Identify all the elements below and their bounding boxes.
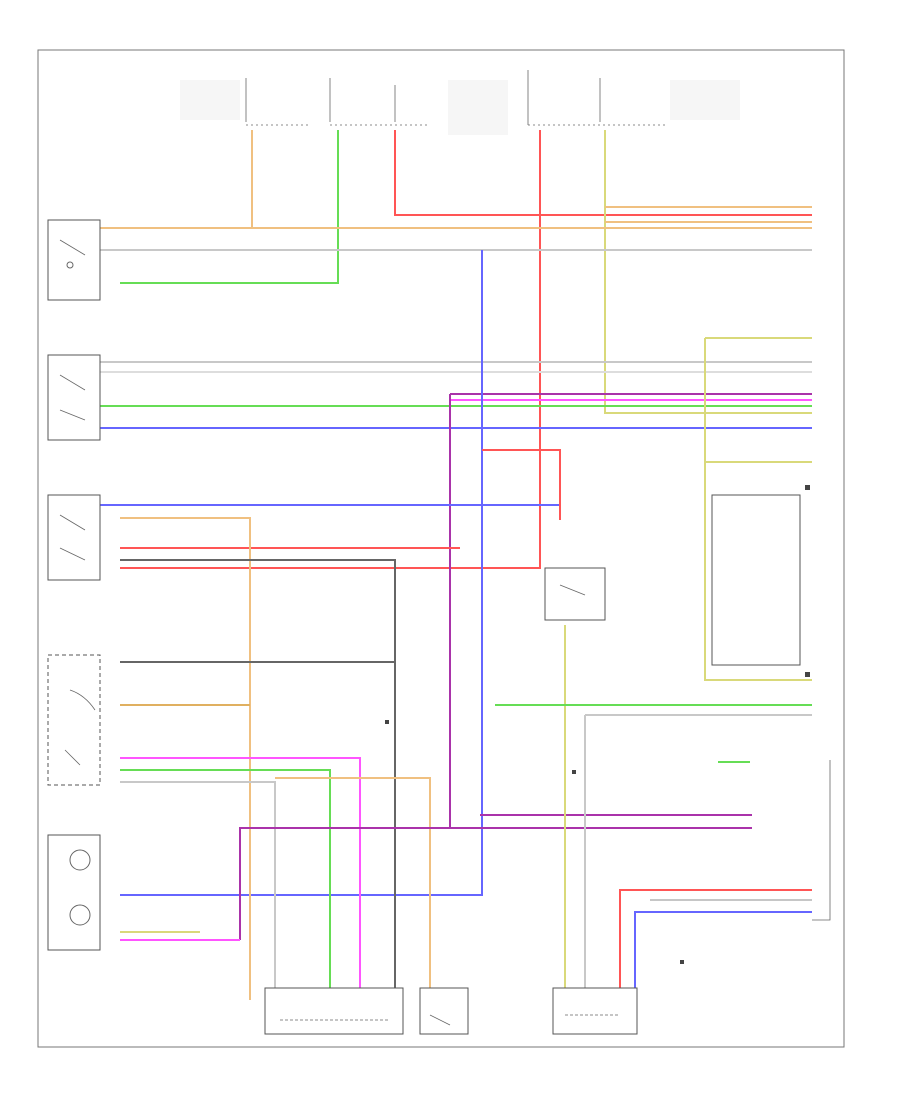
fuse-block-right [527,70,740,126]
center-module [544,567,606,621]
switch-module-3 [47,494,101,581]
wire-gray-low [120,781,276,1000]
wire-red-mid [482,449,561,520]
wire-green-low [120,769,331,1000]
bottom-module-3 [552,987,638,1035]
wire-yellow-loop-v [704,338,812,681]
switch-module-1 [47,219,101,301]
bottom-module-1 [264,987,404,1035]
right-ground-1 [805,485,810,677]
fuse-block-center [329,78,508,135]
wire-green-feed [120,130,339,284]
wire-blue-lowright [634,911,812,1000]
wire-orange-low [275,777,431,1000]
ground-symbols [385,720,684,964]
switch-module-2 [47,354,101,441]
bottom-module-2 [419,987,469,1035]
wire-red-lowright [619,889,812,1000]
switch-module-4 [47,654,101,786]
wire-gray-right-edge [812,760,831,921]
wire-red-main [120,130,541,569]
wire-red-top [394,130,812,216]
switch-module-5 [47,834,101,951]
wire-violet-low [239,827,752,940]
fuse-block-left [180,78,310,126]
diagram-frame [37,49,845,1048]
wire-blue-main [120,250,483,896]
wire-yellow-feed [604,130,812,414]
right-component-box [711,494,801,666]
wire-black-v [120,559,396,1000]
wire-tan-a [120,517,251,1000]
wire-pink-low [120,757,361,1000]
